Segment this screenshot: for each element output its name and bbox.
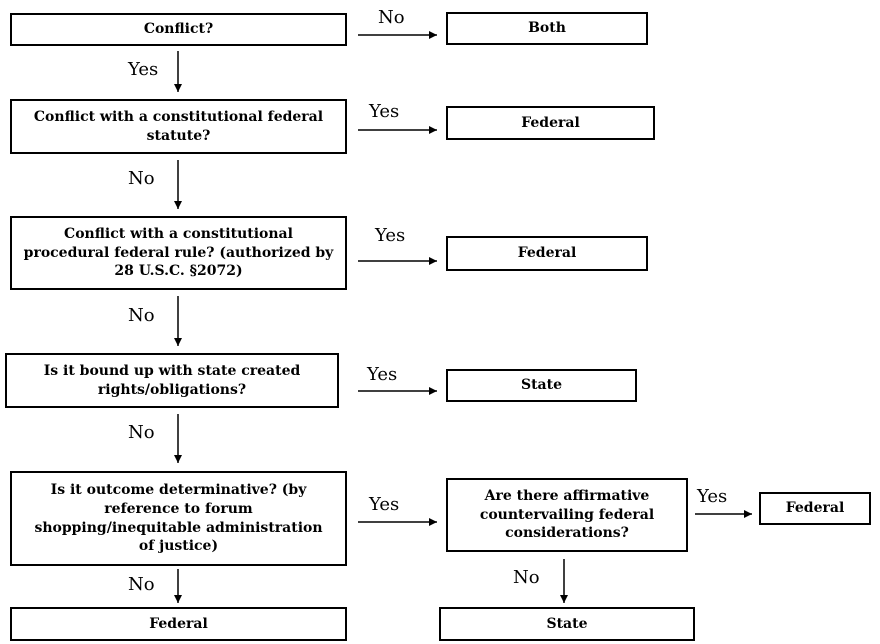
node-state-rights-question: Is it bound up with state created rights… bbox=[5, 353, 339, 408]
label-state-no: No bbox=[128, 422, 155, 443]
node-both: Both bbox=[446, 12, 648, 45]
node-countervailing-question: Are there affirmative countervailing fed… bbox=[446, 478, 688, 552]
node-federal-outcome-result: Federal bbox=[10, 607, 347, 641]
node-federal-countervailing-result: Federal bbox=[759, 492, 871, 525]
node-federal-rule-result: Federal bbox=[446, 236, 648, 271]
label-countervailing-no: No bbox=[513, 567, 540, 588]
label-conflict-no: No bbox=[378, 7, 405, 28]
node-federal-statute-result: Federal bbox=[446, 106, 655, 140]
node-state-countervailing-result: State bbox=[439, 607, 695, 641]
label-state-yes: Yes bbox=[367, 364, 398, 385]
node-state-rights-result: State bbox=[446, 369, 637, 402]
label-statute-yes: Yes bbox=[369, 101, 400, 122]
node-federal-rule-question: Conflict with a constitutional procedura… bbox=[10, 216, 347, 290]
node-conflict: Conflict? bbox=[10, 13, 347, 46]
node-federal-statute-question: Conflict with a constitutional federal s… bbox=[10, 99, 347, 154]
label-rule-yes: Yes bbox=[375, 225, 406, 246]
label-countervailing-yes: Yes bbox=[697, 486, 728, 507]
node-outcome-question: Is it outcome determinative? (by referen… bbox=[10, 471, 347, 566]
label-rule-no: No bbox=[128, 305, 155, 326]
label-outcome-yes: Yes bbox=[369, 494, 400, 515]
label-statute-no: No bbox=[128, 168, 155, 189]
label-conflict-yes: Yes bbox=[128, 59, 159, 80]
label-outcome-no: No bbox=[128, 574, 155, 595]
